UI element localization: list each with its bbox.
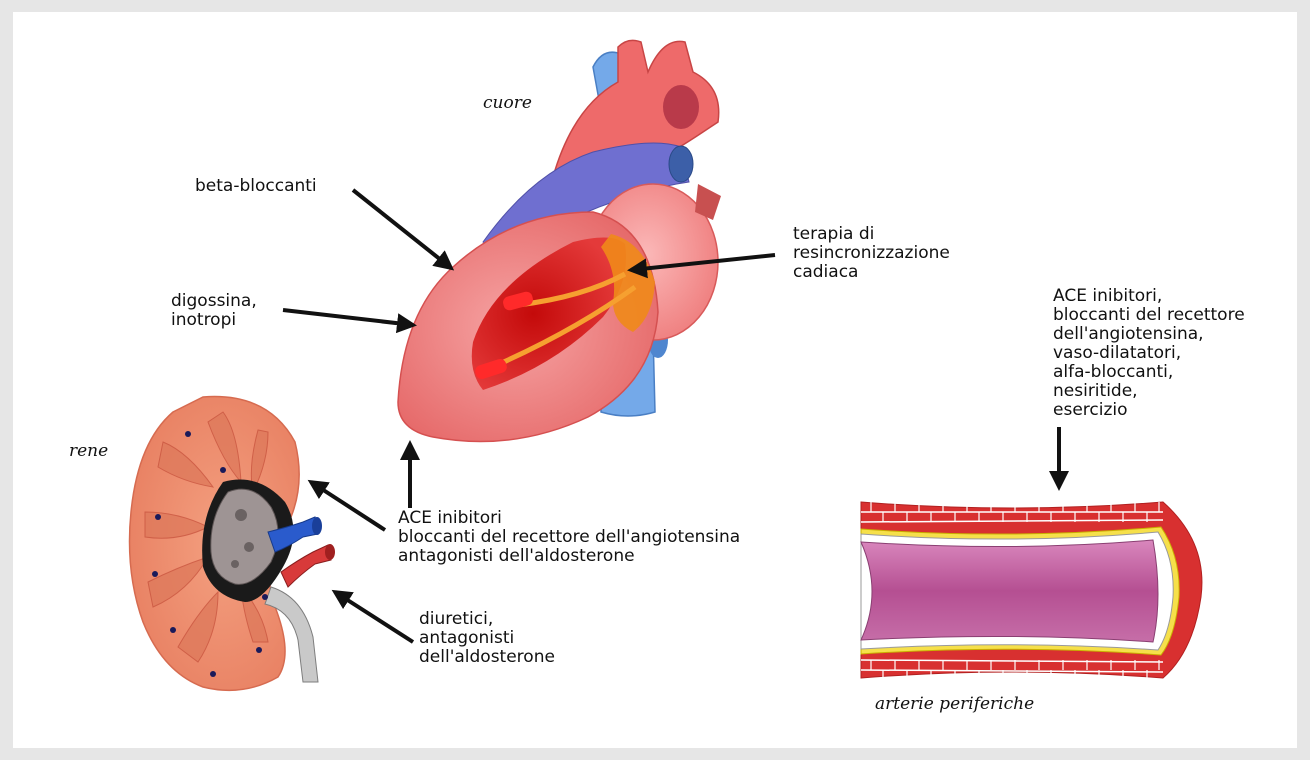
kidney-label: rene: [69, 442, 108, 461]
heart-illustration: [398, 40, 721, 441]
arteries-label: arterie periferiche: [875, 695, 1034, 714]
heart-label: cuore: [483, 94, 532, 113]
digoxin-label: digossina, inotropi: [171, 292, 257, 330]
diagram-canvas: cuore rene arterie periferiche beta-bloc…: [13, 12, 1297, 748]
kidney-illustration: [130, 397, 336, 691]
artery-illustration: [861, 502, 1202, 680]
arrow-ace-kidney: [311, 482, 385, 530]
arrow-diuretics: [335, 592, 413, 642]
arrow-beta-blockers: [353, 190, 451, 268]
arteries-therapy-label: ACE inibitori, bloccanti del recettore d…: [1053, 287, 1245, 420]
arrow-digoxin: [283, 310, 413, 325]
ace-inhibitors-label: ACE inibitori bloccanti del recettore de…: [398, 509, 740, 566]
diuretics-label: diuretici, antagonisti dell'aldosterone: [419, 610, 555, 667]
beta-blockers-label: beta-bloccanti: [195, 177, 317, 196]
resync-therapy-label: terapia di resincronizzazione cadiaca: [793, 225, 950, 282]
